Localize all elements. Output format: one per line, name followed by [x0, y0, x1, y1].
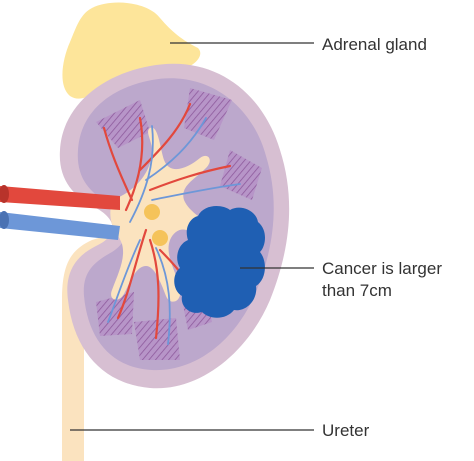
renal-vein-opening [0, 211, 9, 229]
renal-vein [0, 212, 120, 240]
calyx-node [152, 230, 168, 246]
adrenal-gland [62, 2, 201, 99]
renal-pelvis [110, 127, 211, 302]
cancer-label: Cancer is larger than 7cm [322, 258, 472, 302]
tumour [174, 206, 265, 318]
artery-branches [102, 102, 232, 340]
adrenal-gland-label: Adrenal gland [322, 35, 427, 54]
cancer-label-line1: Cancer is larger [322, 259, 442, 278]
calyx-node [144, 204, 160, 220]
vein-branches [107, 117, 241, 345]
renal-artery-opening [0, 185, 9, 203]
ureter-label: Ureter [322, 421, 370, 440]
renal-artery [0, 186, 120, 210]
cancer-label-line2: than 7cm [322, 281, 392, 300]
